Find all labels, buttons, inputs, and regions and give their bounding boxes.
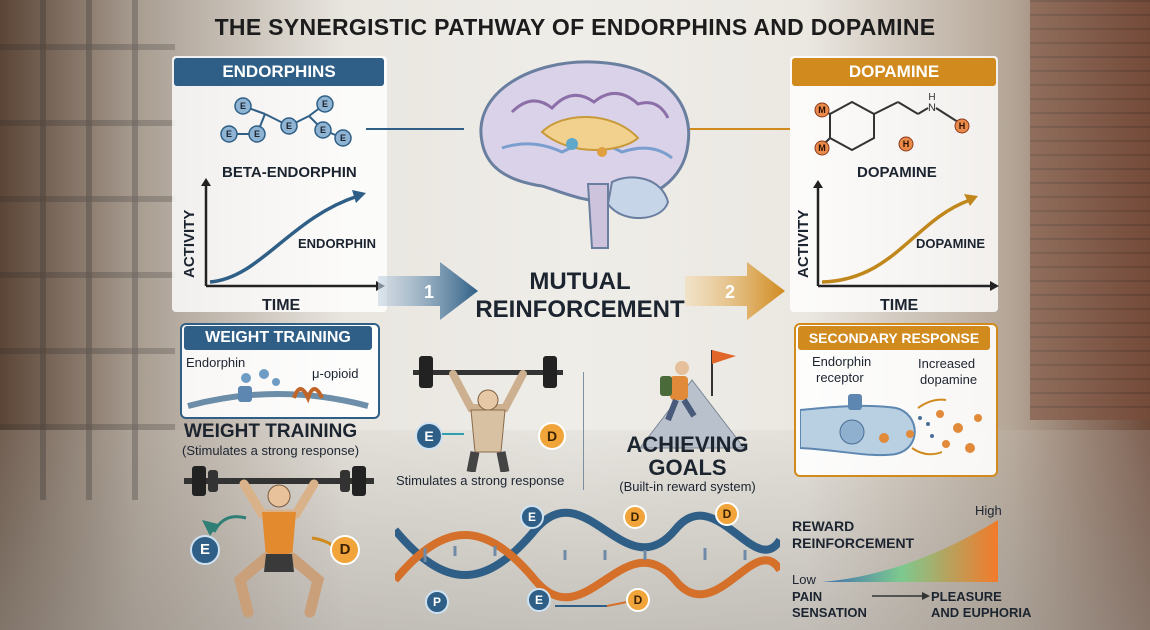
dopamine-activity-graph: ACTIVITY TIME DOPAMINE: [795, 180, 999, 314]
reward-high-label: High: [975, 503, 1002, 518]
endorphin-label: Endorphin: [186, 355, 246, 370]
endorphins-header: ENDORPHINS: [174, 58, 384, 86]
dna-d-badge-right: D: [715, 502, 739, 526]
dopamine-panel: [790, 56, 998, 312]
reward-low-label: Low: [792, 572, 816, 587]
atom-h-label: H: [959, 121, 966, 131]
molecule-node-label: E: [254, 129, 260, 139]
lift-caption: Stimulates a strong response: [396, 473, 565, 488]
endorphin-receptor-line2: receptor: [816, 370, 864, 385]
increased-dopamine-line2: dopamine: [920, 372, 978, 387]
atom-n-label: N: [928, 102, 936, 114]
secondary-response-header: SECONDARY RESPONSE: [798, 326, 990, 350]
weight-training-header: WEIGHT TRAINING: [184, 326, 372, 350]
molecule-node-label: E: [226, 129, 232, 139]
weight-training-subtitle: (Stimulates a strong response): [182, 443, 360, 458]
step-2-arrow: 2: [685, 262, 785, 320]
graph-y-label: ACTIVITY: [181, 210, 198, 278]
atom-h-label: H: [903, 139, 910, 149]
achieving-goals-subtitle: (Built-in reward system): [619, 479, 756, 494]
dna-p-badge: P: [425, 590, 449, 614]
dopamine-curve: [821, 198, 971, 284]
reward-gradient-wedge: [822, 520, 998, 582]
dopamine-header: DOPAMINE: [792, 58, 996, 86]
dopamine-curve-label: DOPAMINE: [916, 236, 985, 251]
dna-e-badge-top: E: [520, 505, 544, 529]
lift-arrow-icon: [442, 433, 464, 435]
reward-title-line2: REINFORCEMENT: [792, 535, 915, 551]
graph-x-label: TIME: [880, 297, 919, 314]
blue-connector-line: [366, 128, 464, 130]
climber-summit-icon: [638, 350, 746, 449]
graph-x-label: TIME: [262, 297, 301, 314]
orange-connector-line: [690, 128, 790, 130]
pleasure-euphoria-line2: AND EUPHORIA: [931, 605, 1032, 620]
endorphin-receptor-line1: Endorphin: [812, 354, 872, 369]
squat-lifter-icon: [184, 466, 374, 618]
receptor-membrane-icon: [187, 369, 369, 409]
page-title: THE SYNERGISTIC PATHWAY OF ENDORPHINS AN…: [214, 14, 936, 40]
mutual-reinforcement-line2: REINFORCEMENT: [475, 296, 685, 323]
pain-sensation-line1: PAIN: [792, 589, 823, 604]
dopamine-molecule-label: DOPAMINE: [857, 164, 937, 181]
atom-m-label: M: [818, 143, 826, 153]
dna-d-badge-bottom: D: [626, 588, 650, 612]
center-divider: [583, 372, 584, 490]
step-2-number: 2: [725, 282, 735, 302]
synapse-illustration: [800, 394, 982, 457]
molecule-node-label: E: [286, 121, 292, 131]
atom-h-label: H: [928, 92, 935, 103]
endorphin-curve-label: ENDORPHIN: [298, 236, 376, 251]
d-badge: D: [330, 535, 360, 565]
step-1-arrow: 1: [378, 262, 478, 320]
lift-d-badge: D: [538, 422, 566, 450]
endorphin-curve: [209, 194, 359, 284]
step-1-number: 1: [424, 282, 434, 302]
reward-title-line1: REWARD: [792, 518, 855, 534]
overhead-lifter-icon: [413, 356, 563, 472]
dna-d-badge-top: D: [623, 505, 647, 529]
pleasure-euphoria-line1: PLEASURE: [931, 589, 1002, 604]
dopamine-molecule-icon: M M H H N H: [814, 92, 970, 156]
endorphin-activity-graph: ACTIVITY TIME ENDORPHIN: [181, 178, 385, 314]
dna-e-badge-bottom: E: [527, 588, 551, 612]
dna-helix-illustration: [395, 508, 780, 607]
molecule-node-label: E: [322, 99, 328, 109]
e-badge: E: [190, 535, 220, 565]
achieving-goals-line1: ACHIEVING: [626, 432, 749, 457]
pain-to-pleasure-arrow-icon: [872, 592, 930, 600]
molecule-node-label: E: [340, 133, 346, 143]
graph-y-label: ACTIVITY: [795, 210, 812, 278]
weight-training-title: WEIGHT TRAINING: [184, 421, 358, 442]
background-gym-window: [0, 0, 175, 500]
brain-illustration: [479, 60, 691, 249]
background-brick-wall: [1030, 0, 1150, 420]
beta-endorphin-molecule-icon: E E E E E E E: [220, 95, 352, 147]
beta-endorphin-label: BETA-ENDORPHIN: [222, 164, 357, 181]
pain-sensation-line2: SENSATION: [792, 605, 867, 620]
molecule-node-label: E: [320, 125, 326, 135]
mutual-reinforcement-line1: MUTUAL: [529, 268, 631, 295]
achieving-goals-line2: GOALS: [648, 455, 727, 480]
molecule-node-label: E: [240, 101, 246, 111]
lift-e-badge: E: [415, 422, 443, 450]
increased-dopamine-line1: Increased: [918, 356, 976, 371]
atom-m-label: M: [818, 105, 826, 115]
mu-opioid-label: μ-opioid: [312, 366, 359, 381]
